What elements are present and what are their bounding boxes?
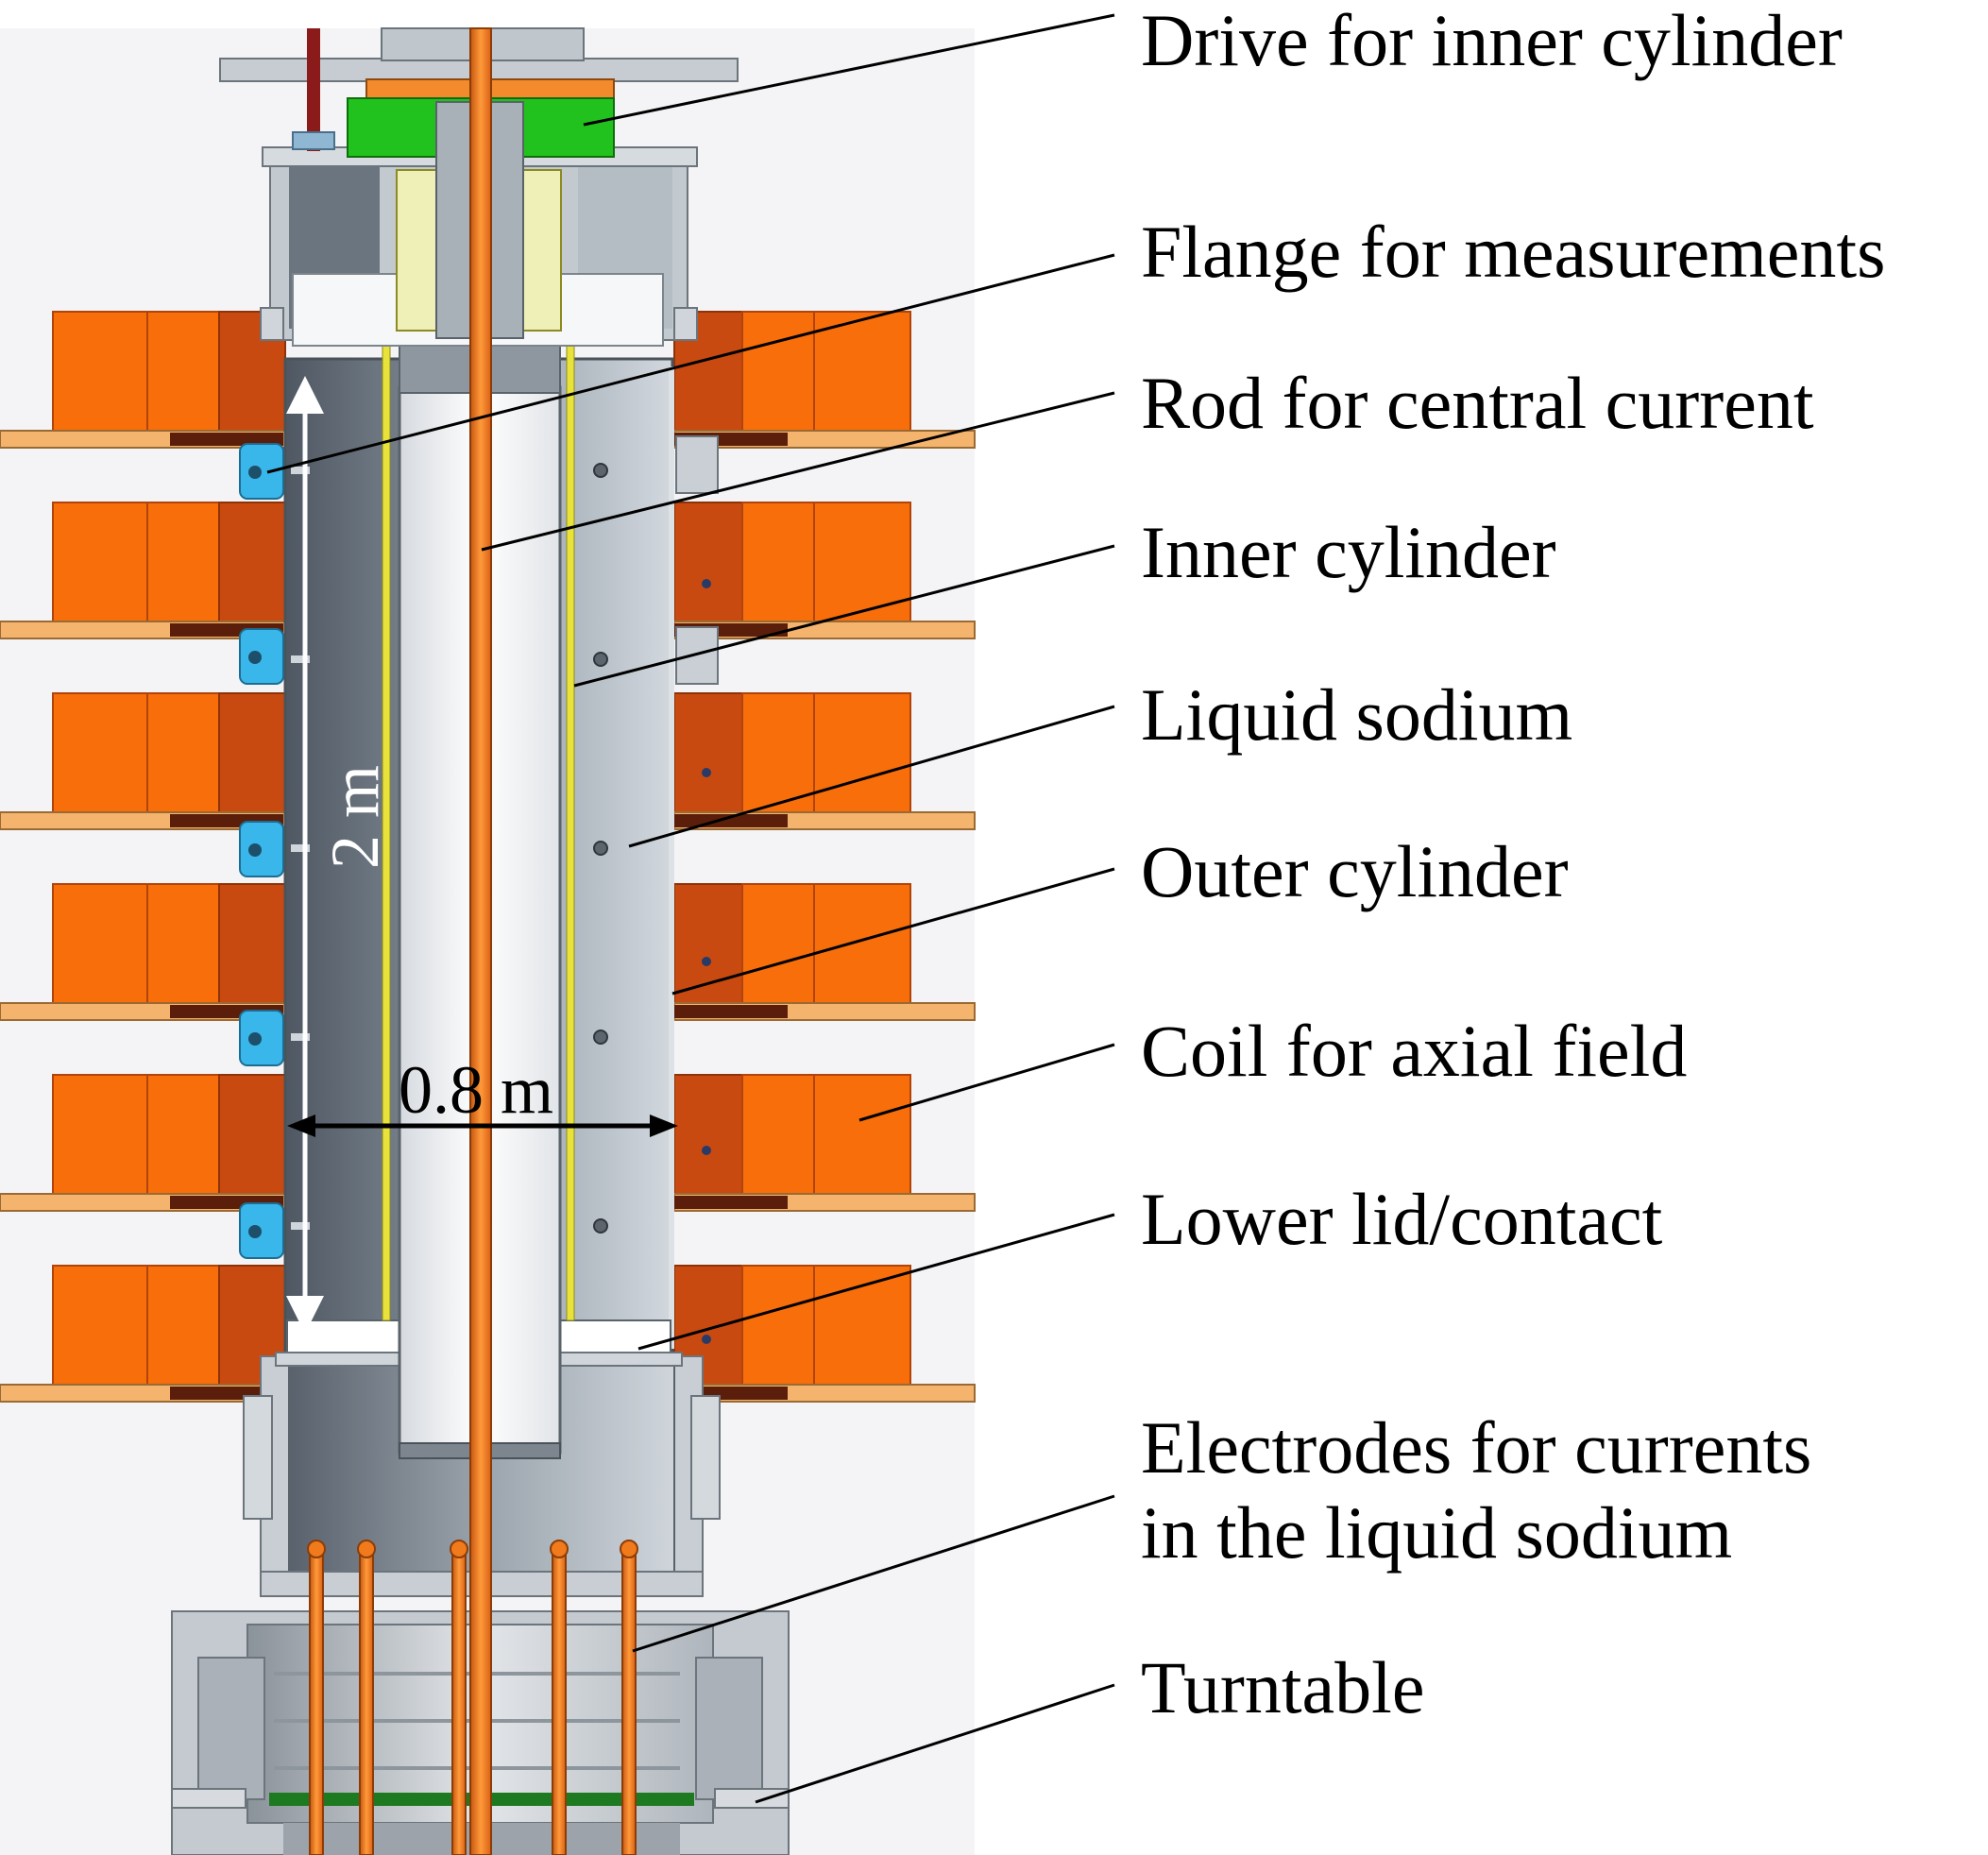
flange-bolt (248, 843, 262, 857)
measurement-flange (239, 1010, 284, 1066)
coil-block (146, 1265, 220, 1386)
coil-block (218, 502, 286, 622)
coil-block (741, 1265, 815, 1386)
coil-winding (674, 1005, 788, 1018)
coil-block (741, 692, 815, 813)
coil-block (741, 1074, 815, 1195)
side-bracket (675, 435, 719, 494)
height-dimension-label: 2 m (317, 764, 393, 869)
leader-lines (266, 13, 1115, 1804)
measurement-flange (239, 628, 284, 685)
label-turntable: Turntable (1141, 1646, 1425, 1728)
coil-block (146, 692, 220, 813)
electrode-rod (552, 1544, 567, 1855)
measurement-flanges (239, 435, 719, 1259)
coil-block (146, 883, 220, 1004)
coil-block (673, 883, 743, 1004)
sensor-port (702, 957, 711, 966)
flange-bolt (248, 1032, 262, 1046)
leader-flange (266, 253, 1115, 474)
flange-bolt (248, 1225, 262, 1238)
leader-coil (858, 1043, 1115, 1122)
coil-block (52, 502, 148, 622)
measurement-flange (239, 1202, 284, 1259)
sensor-port (702, 579, 711, 588)
electrode-cap (450, 1540, 468, 1558)
sensor-port (593, 1218, 608, 1234)
label-drive: Drive for inner cylinder (1141, 0, 1843, 81)
coil-block (218, 1074, 286, 1195)
leader-turntable (755, 1683, 1115, 1804)
coil-block (741, 883, 815, 1004)
leader-inner (573, 544, 1115, 688)
leader-outer (671, 867, 1115, 996)
coil-block (813, 1074, 911, 1195)
flange-bolt (248, 466, 262, 479)
leader-sodium (628, 705, 1115, 848)
electrode-rod (451, 1544, 467, 1855)
leader-drive (583, 13, 1115, 127)
label-liquid-sodium: Liquid sodium (1141, 673, 1573, 756)
electrode-cap (550, 1540, 569, 1558)
coil-block (52, 311, 148, 432)
electrode-cap (307, 1540, 326, 1558)
coil-block (146, 1074, 220, 1195)
coil-block (218, 692, 286, 813)
coil-block (673, 1074, 743, 1195)
measurement-flange (239, 821, 284, 877)
sensor-port (702, 1335, 711, 1344)
label-rod: Rod for central current (1141, 362, 1814, 444)
measurement-flange (239, 443, 284, 500)
label-flange: Flange for measurements (1141, 211, 1886, 293)
flange-bolt (248, 651, 262, 664)
electrode-rod (359, 1544, 374, 1855)
coil-block (52, 1074, 148, 1195)
sensor-port (702, 768, 711, 777)
leader-lid (637, 1213, 1115, 1351)
coil-block (52, 692, 148, 813)
label-electrodes-line2: in the liquid sodium (1141, 1491, 1733, 1574)
coil-block (813, 1265, 911, 1386)
coil-block (218, 883, 286, 1004)
coil-winding (674, 1196, 788, 1209)
label-inner-cylinder: Inner cylinder (1141, 511, 1556, 593)
label-electrodes-line1: Electrodes for currents (1141, 1406, 1812, 1489)
coil-block (146, 502, 220, 622)
coil-block (813, 883, 911, 1004)
coil-block (813, 692, 911, 813)
electrode-rod (309, 1544, 324, 1855)
electrode-rod (621, 1544, 637, 1855)
diameter-dimension-label: 0.8 m (399, 1052, 554, 1128)
coil-block (741, 311, 815, 432)
coil-block (52, 883, 148, 1004)
coil-stack (0, 311, 976, 1403)
coil-block (673, 502, 743, 622)
electrode-cap (357, 1540, 376, 1558)
label-lower-lid: Lower lid/contact (1141, 1178, 1663, 1260)
sensor-port (593, 841, 608, 856)
electrode-cap (620, 1540, 638, 1558)
coil-block (146, 311, 220, 432)
coil-block (673, 692, 743, 813)
label-outer-cylinder: Outer cylinder (1141, 830, 1569, 912)
leader-electrodes (632, 1494, 1115, 1653)
electrodes (307, 1540, 638, 1855)
leader-rod (481, 391, 1115, 552)
coil-block (741, 502, 815, 622)
central-rod (469, 27, 492, 1855)
sensor-port (593, 1030, 608, 1045)
coil-winding (170, 433, 283, 446)
sensor-port (702, 1146, 711, 1155)
sensor-port (593, 652, 608, 667)
coil-block (52, 1265, 148, 1386)
side-bracket (675, 626, 719, 685)
label-coil: Coil for axial field (1141, 1010, 1688, 1092)
diameter-dimension-arrow (287, 1115, 678, 1137)
sensor-port (593, 463, 608, 478)
